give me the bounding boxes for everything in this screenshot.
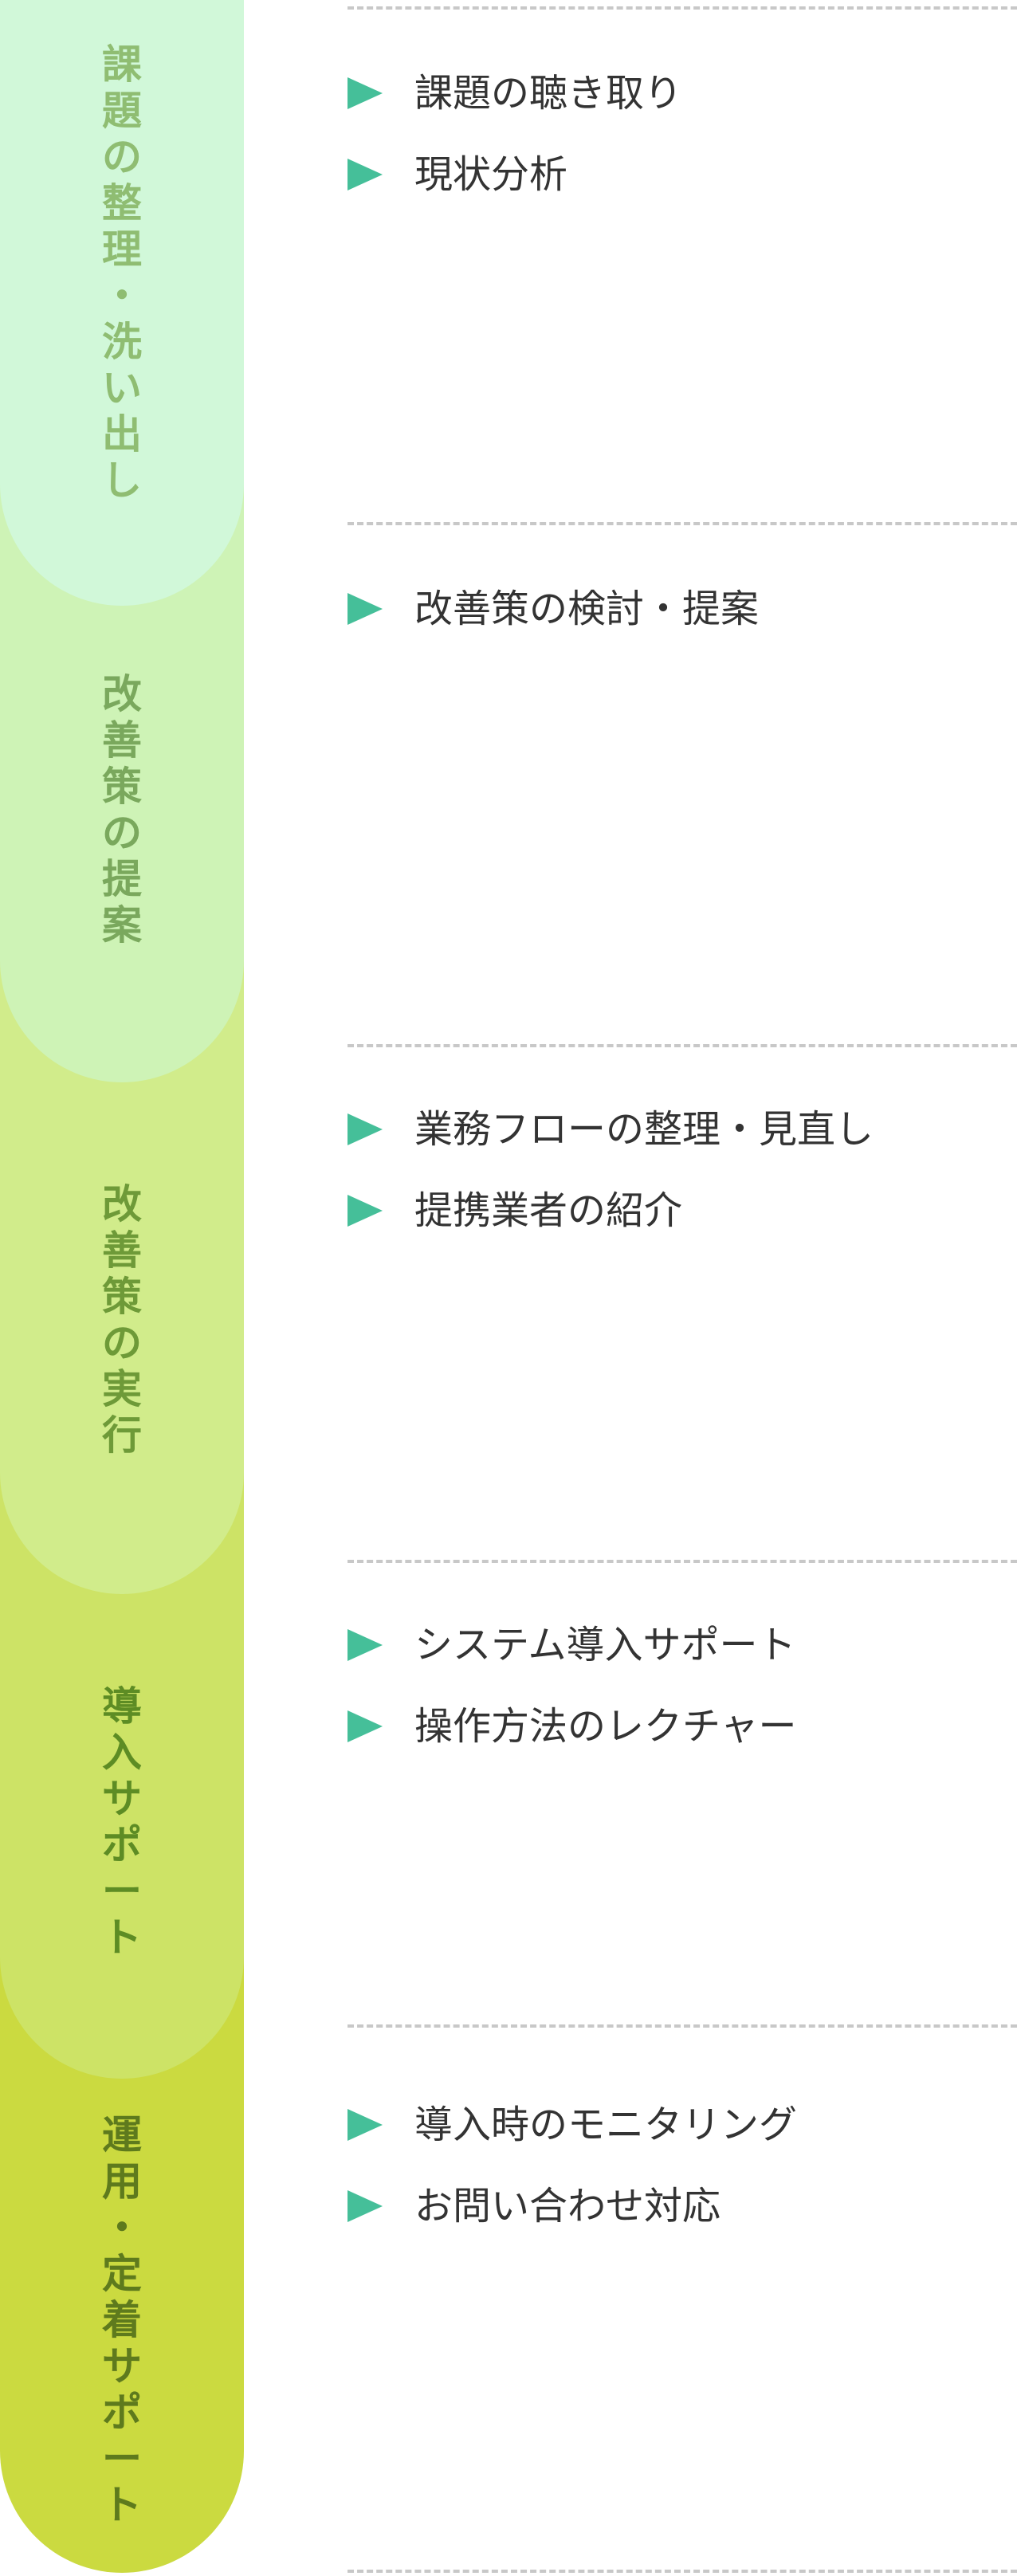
step-label-1: 課題の整理・洗い出し — [0, 41, 244, 504]
step-label-char: ポ — [102, 1822, 142, 1868]
divider — [348, 2570, 1017, 2573]
list-item-text: 導入時のモニタリング — [414, 2103, 798, 2147]
triangle-bullet-icon — [348, 593, 383, 625]
step-label-char: 入 — [102, 1730, 142, 1776]
divider — [348, 1044, 1017, 1047]
step-label-char: ・ — [102, 273, 142, 319]
step-label-char: 運 — [102, 2112, 142, 2158]
list-item: 導入時のモニタリング — [348, 2101, 797, 2149]
step-label-char: 行 — [102, 1412, 142, 1459]
triangle-bullet-icon — [348, 1629, 383, 1661]
step-label-char: サ — [102, 1776, 142, 1822]
list-item: 課題の聴き取り — [348, 69, 682, 117]
step-label-char: の — [102, 134, 142, 180]
triangle-bullet-icon — [348, 1113, 383, 1145]
step-label-char: 策 — [102, 764, 142, 810]
list-item-text: 改善策の検討・提案 — [414, 587, 760, 631]
list-item: システム導入サポート — [348, 1621, 796, 1669]
step-label-char: 導 — [102, 1683, 142, 1730]
list-item: 改善策の検討・提案 — [348, 585, 759, 633]
list-item: 提携業者の紹介 — [348, 1187, 682, 1235]
step-label-5: 運用・定着サポート — [0, 2112, 244, 2528]
step-label-char: 出 — [102, 411, 142, 457]
divider — [348, 522, 1017, 525]
step-label-char: ポ — [102, 2389, 142, 2436]
list-item-text: 現状分析 — [414, 152, 568, 197]
step-label-char: 実 — [102, 1366, 142, 1412]
list-item-text: 提携業者の紹介 — [414, 1188, 683, 1233]
step-label-char: ー — [102, 2436, 142, 2482]
list-item-text: 業務フローの整理・見直し — [414, 1107, 874, 1152]
content-area: 課題の聴き取り 現状分析 改善策の検討・提案 業務フローの整理・見直し 提携業者… — [348, 0, 1017, 2576]
list-item-text: 課題の聴き取り — [414, 71, 683, 116]
divider — [348, 6, 1017, 10]
triangle-bullet-icon — [348, 1710, 383, 1742]
step-shape-1 — [0, 0, 244, 606]
step-label-3: 改善策の実行 — [0, 1181, 244, 1459]
triangle-bullet-icon — [348, 77, 383, 109]
step-label-char: 着 — [102, 2297, 142, 2343]
triangle-bullet-icon — [348, 1195, 383, 1227]
step-label-2: 改善策の提案 — [0, 671, 244, 948]
step-label-char: 洗 — [102, 319, 142, 365]
step-label-char: 改 — [102, 1181, 142, 1227]
step-label-char: 善 — [102, 1227, 142, 1274]
list-item: 業務フローの整理・見直し — [348, 1105, 874, 1153]
step-label-char: い — [102, 365, 142, 411]
step-label-char: 改 — [102, 671, 142, 717]
step-label-char: 善 — [102, 717, 142, 764]
step-label-char: 整 — [102, 180, 142, 226]
step-label-char: 題 — [102, 88, 142, 134]
step-label-char: し — [102, 457, 142, 504]
step-label-char: 定 — [102, 2251, 142, 2297]
step-label-char: 理 — [102, 226, 142, 273]
step-label-4: 導入サポート — [0, 1683, 244, 1961]
steps-column: 課題の整理・洗い出し 改善策の提案 改善策の実行 導入サポート 運用・定着サポー… — [0, 0, 244, 2576]
step-label-char: 用 — [102, 2158, 142, 2205]
list-item: 操作方法のレクチャー — [348, 1702, 797, 1750]
step-label-char: ・ — [102, 2205, 142, 2251]
step-label-char: サ — [102, 2343, 142, 2389]
triangle-bullet-icon — [348, 2109, 383, 2141]
step-label-char: ー — [102, 1868, 142, 1914]
divider — [348, 1560, 1017, 1563]
list-item-text: 操作方法のレクチャー — [414, 1704, 797, 1749]
step-label-char: の — [102, 1320, 142, 1366]
step-label-char: 策 — [102, 1274, 142, 1320]
step-label-char: 案 — [102, 902, 142, 948]
list-item-text: システム導入サポート — [414, 1623, 796, 1667]
list-item: 現状分析 — [348, 151, 567, 198]
step-label-char: 提 — [102, 856, 142, 902]
step-label-char: ト — [102, 2482, 142, 2528]
triangle-bullet-icon — [348, 2190, 383, 2222]
divider — [348, 2024, 1017, 2028]
step-label-char: ト — [102, 1914, 142, 1961]
step-label-char: 課 — [102, 41, 142, 88]
list-item: お問い合わせ対応 — [348, 2182, 721, 2230]
step-label-char: の — [102, 810, 142, 856]
triangle-bullet-icon — [348, 159, 383, 190]
list-item-text: お問い合わせ対応 — [414, 2184, 721, 2228]
